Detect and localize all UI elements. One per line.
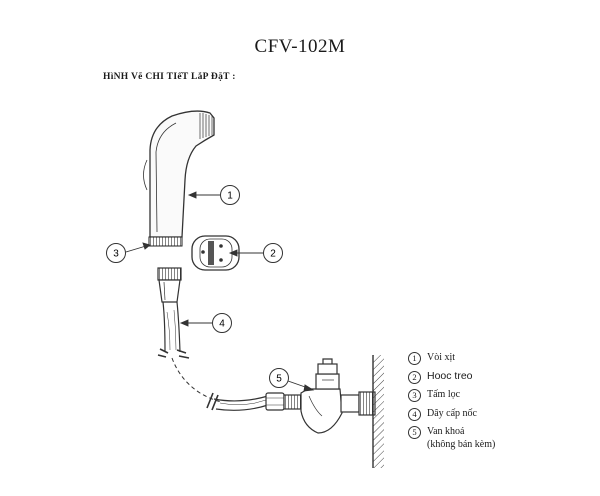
hose-upper xyxy=(157,301,190,359)
shutoff-valve xyxy=(283,358,376,434)
callout-1: 1 xyxy=(220,185,240,205)
legend-note: (không bán kèm) xyxy=(427,439,496,450)
hose-nut xyxy=(265,392,285,411)
legend-item: 3 Tấm lọc xyxy=(408,388,495,407)
legend-item: 1 Vòi xịt xyxy=(408,351,495,370)
callout-5: 5 xyxy=(269,368,289,388)
legend-item: 5 Van khoá (không bán kèm) xyxy=(408,425,495,450)
callout-4: 4 xyxy=(212,313,232,333)
hose-lower xyxy=(206,392,269,411)
legend-label-group: Van khoá (không bán kèm) xyxy=(427,425,495,451)
legend-label: Tấm lọc xyxy=(427,389,461,400)
callout-4-label: 4 xyxy=(219,319,225,330)
legend-number: 5 xyxy=(408,426,421,439)
legend-number: 1 xyxy=(408,352,421,365)
legend-number: 4 xyxy=(408,407,421,421)
callout-2: 2 xyxy=(263,243,283,263)
installation-subtitle: HìNH Vẽ CHI TIếT LắP ĐặT : xyxy=(103,72,236,82)
legend-number: 3 xyxy=(408,389,421,402)
hose-fitting xyxy=(157,267,182,303)
diagram-title: CFV-102M xyxy=(254,36,346,57)
callout-1-label: 1 xyxy=(227,191,233,202)
legend-item: 2 Hooc treo xyxy=(408,370,495,389)
wall xyxy=(372,355,384,468)
wall-holder xyxy=(191,235,240,271)
legend-item: 4 Dây cấp nốc xyxy=(408,407,495,426)
callout-2-label: 2 xyxy=(270,249,276,260)
callout-3-label: 3 xyxy=(113,249,119,260)
legend-label: Hooc treo xyxy=(427,369,473,382)
legend-number: 2 xyxy=(408,370,421,384)
spray-head xyxy=(143,110,215,247)
callout-3: 3 xyxy=(106,243,126,263)
callout-leaders xyxy=(125,191,315,392)
parts-legend: 1 Vòi xịt 2 Hooc treo 3 Tấm lọc 4 Dây cấ… xyxy=(408,351,495,450)
legend-label: Dây cấp nốc xyxy=(427,407,477,419)
legend-label: Vòi xịt xyxy=(427,352,456,363)
hose-dashed-section xyxy=(171,357,223,403)
callout-5-label: 5 xyxy=(276,374,282,385)
legend-label: Van khoá xyxy=(427,426,465,437)
